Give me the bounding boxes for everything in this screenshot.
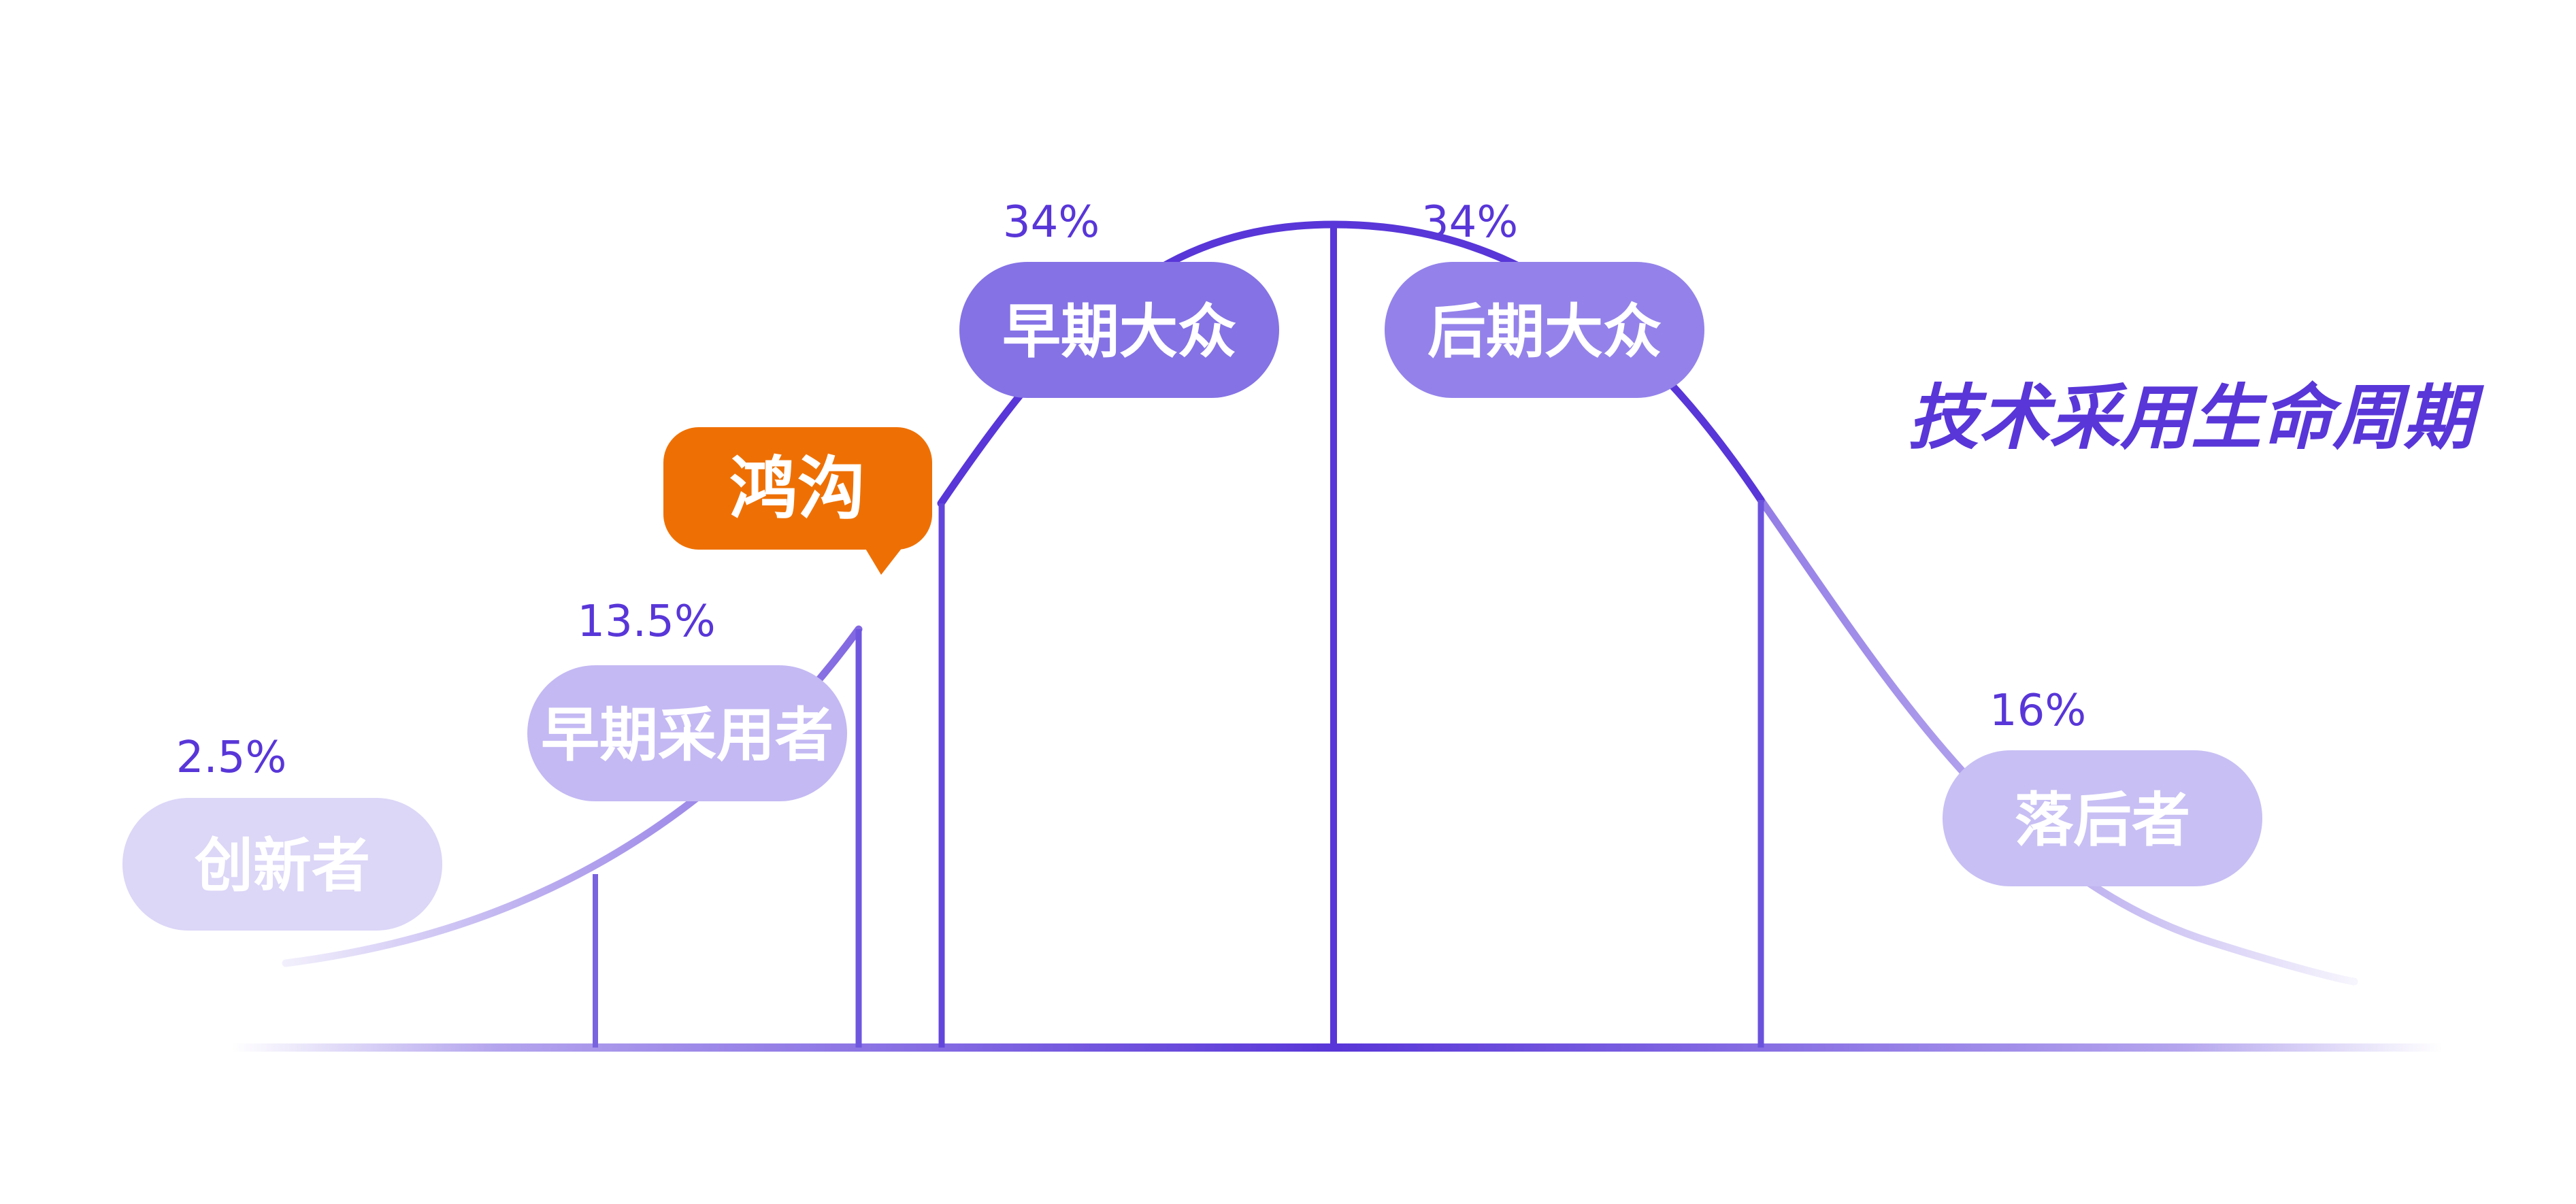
curve-right-tail <box>1757 496 2358 986</box>
pill-early-adopters: 早期采用者 <box>527 665 847 801</box>
chasm-callout-label: 鸿沟 <box>729 449 865 529</box>
pill-laggards: 落后者 <box>1943 750 2262 886</box>
diagram-title: 技术采用生命周期 <box>1908 376 2485 459</box>
percent-early-adopters: 13.5% <box>577 597 715 647</box>
pill-innovators: 创新者 <box>122 798 442 931</box>
percent-laggards: 16% <box>1989 686 2086 736</box>
chasm-callout-pointer <box>863 544 905 575</box>
pill-late-majority: 后期大众 <box>1385 262 1704 398</box>
percent-late-majority: 34% <box>1421 197 1518 248</box>
pill-laggards-label: 落后者 <box>2015 786 2190 854</box>
percent-early-majority: 34% <box>1003 197 1100 248</box>
percent-innovators: 2.5% <box>176 733 287 783</box>
pill-innovators-label: 创新者 <box>195 832 370 900</box>
pill-late-majority-label: 后期大众 <box>1427 298 1662 366</box>
chasm-callout: 鸿沟 <box>663 427 932 575</box>
pill-early-majority-label: 早期大众 <box>1002 298 1236 366</box>
pill-early-majority: 早期大众 <box>959 262 1279 398</box>
pill-early-adopters-label: 早期采用者 <box>541 701 833 769</box>
